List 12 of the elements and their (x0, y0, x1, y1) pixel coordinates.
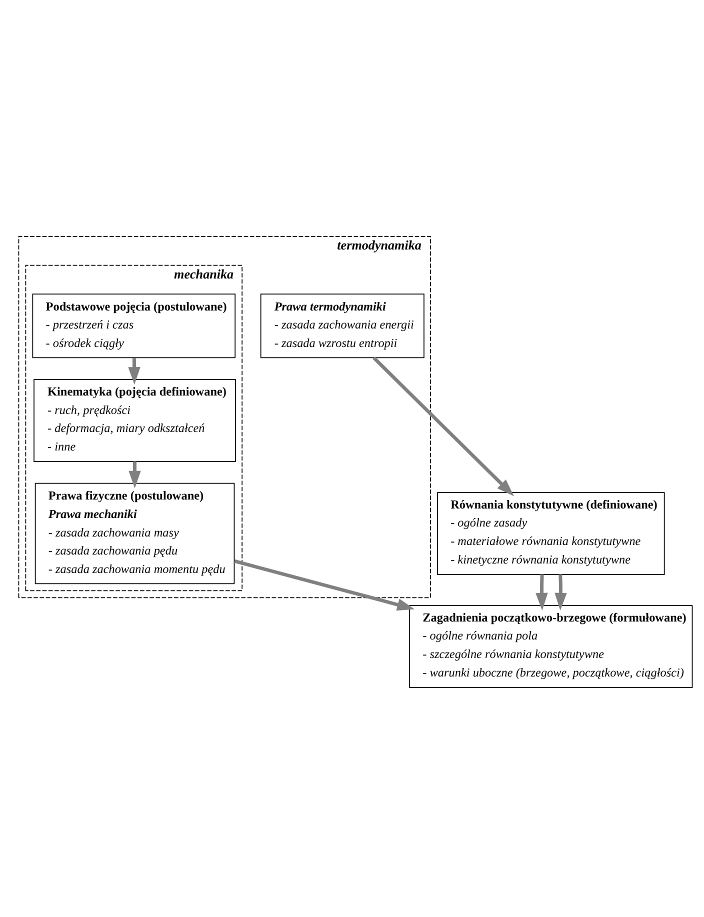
arrow (128, 358, 140, 385)
arrow (372, 356, 514, 496)
node-box: Kinematyka (pojęcia definiowane) - ruch, prędkości - deformacja, miary odkształceń - inne (34, 379, 236, 462)
node-box: Prawa termodynamiki - zasada zachowania energii - zasada wzrostu entropii (260, 294, 424, 358)
node-box: Prawa fizyczne (postulowane) Prawa mechaniki - zasada zachowania masy - zasada zachowania pędu - zasada zachowania momentu pędu (34, 482, 235, 584)
node-box: Równania konstytutywne (definiowane) - ogólne zasady - materiałowe równania konstytutywne - kinetyczne równania konstytutywne (437, 492, 665, 575)
node-box: Zagadnienia początkowo-brzegowe (formułowane) - ogólne równania pola - szczególne równania konstytutywne - warunki uboczne (brzegowe, początkowe, ciągłości) (409, 605, 693, 688)
arrow (128, 462, 141, 488)
arrow (554, 574, 567, 610)
node-box: Podstawowe pojęcia (postulowane) - przestrzeń i czas - ośrodek ciągły (32, 294, 236, 358)
arrow (536, 574, 548, 610)
arrow (234, 559, 415, 611)
